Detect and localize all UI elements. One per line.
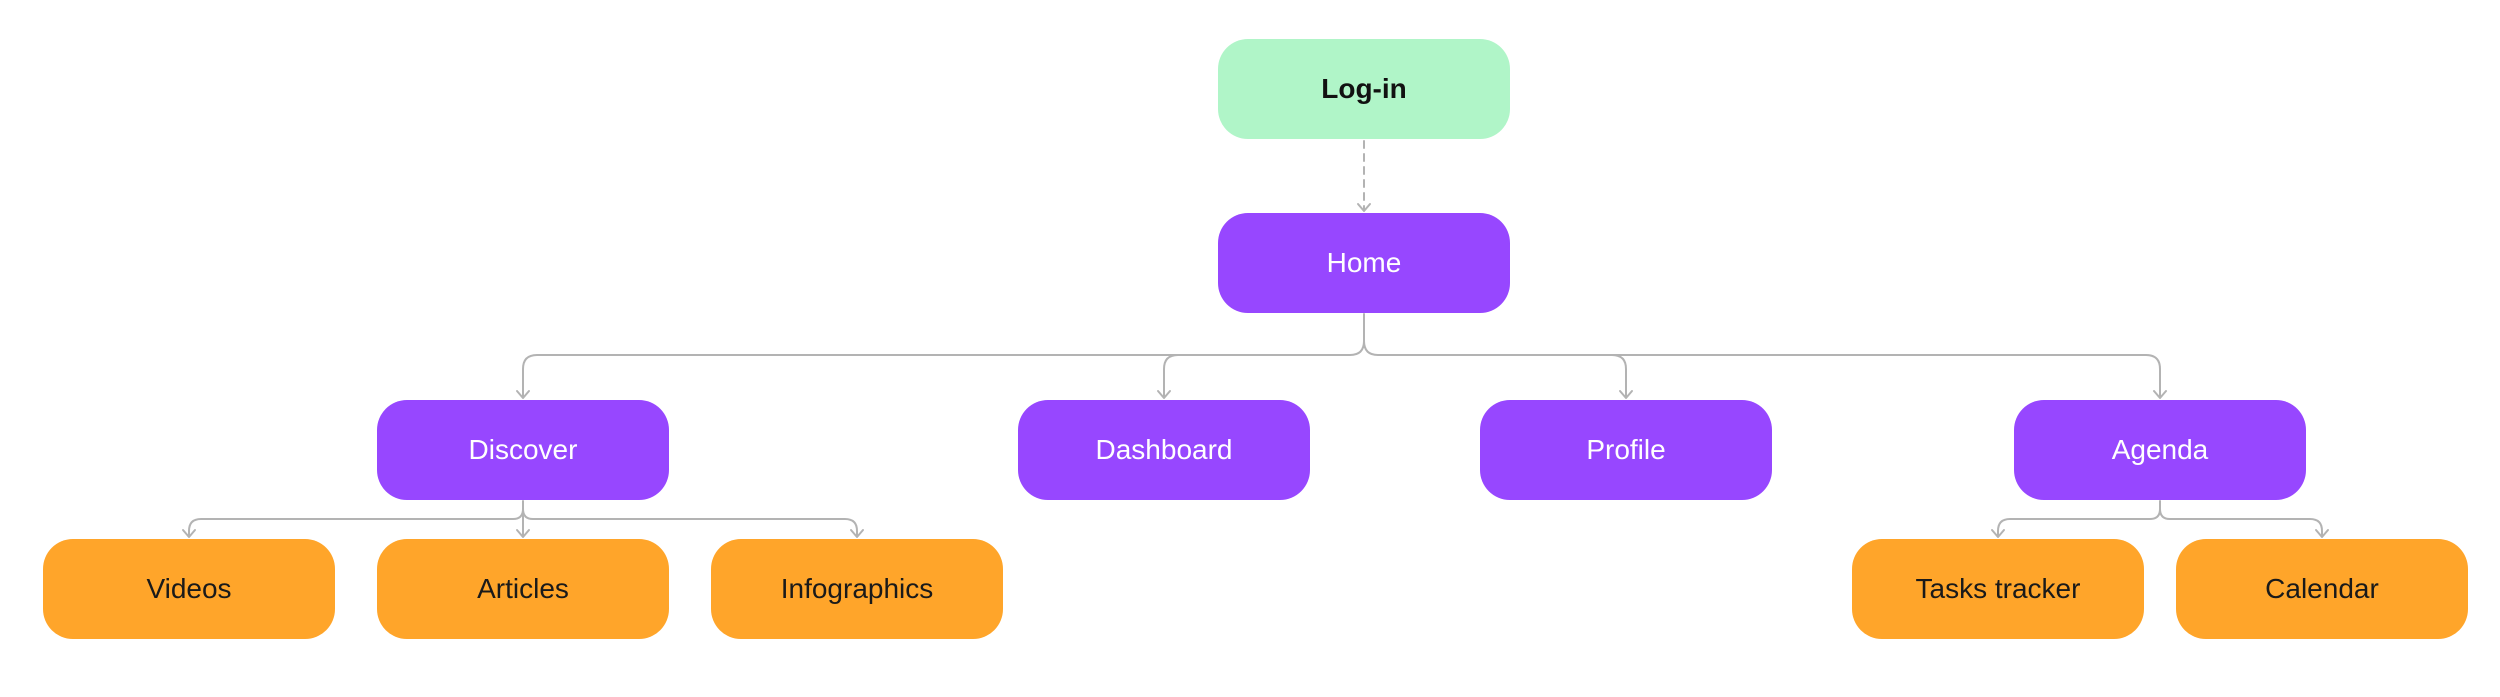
videos-label: Videos [146, 573, 232, 604]
calendar-node: Calendar [2176, 539, 2468, 639]
videos-node: Videos [43, 539, 335, 639]
dashboard-node: Dashboard [1018, 400, 1310, 500]
arrowhead-tasks-tracker [1991, 529, 2005, 538]
arrowhead-discover [516, 390, 530, 399]
arrowhead-calendar [2315, 529, 2329, 538]
arrowhead-agenda [2153, 390, 2167, 399]
login-node: Log-in [1218, 39, 1510, 139]
edge-agenda-calendar [2159, 508, 2323, 537]
login-label: Log-in [1321, 73, 1407, 104]
edge-home-profile [1611, 354, 1627, 398]
tasks-tracker-node: Tasks tracker [1852, 539, 2144, 639]
infographics-label: Infographics [780, 573, 934, 604]
infographics-node: Infographics [711, 539, 1003, 639]
profile-node: Profile [1480, 400, 1772, 500]
articles-label: Articles [477, 573, 569, 604]
edge-discover-infographics [522, 508, 858, 537]
edge-discover-bus [188, 500, 524, 537]
articles-node: Articles [377, 539, 669, 639]
tasks-tracker-label: Tasks tracker [1915, 573, 2081, 604]
home-node: Home [1218, 213, 1510, 313]
arrowhead-dashboard [1157, 390, 1171, 399]
home-label: Home [1326, 247, 1402, 278]
arrowhead-videos [182, 529, 196, 538]
calendar-label: Calendar [2265, 573, 2379, 604]
agenda-label: Agenda [2111, 434, 2209, 465]
dashboard-label: Dashboard [1095, 434, 1233, 465]
arrowhead-profile [1619, 390, 1633, 399]
agenda-node: Agenda [2014, 400, 2306, 500]
edge-home-agenda-bus [1363, 340, 2161, 398]
edge-home-dashboard [1163, 354, 1179, 398]
arrowhead-infographics [850, 529, 864, 538]
arrowhead-articles [516, 529, 530, 538]
discover-label: Discover [468, 434, 578, 465]
edge-agenda-bus [1997, 500, 2161, 537]
discover-node: Discover [377, 400, 669, 500]
edge-home-bus [522, 313, 1365, 398]
arrowhead-home [1357, 203, 1371, 212]
profile-label: Profile [1586, 434, 1666, 465]
